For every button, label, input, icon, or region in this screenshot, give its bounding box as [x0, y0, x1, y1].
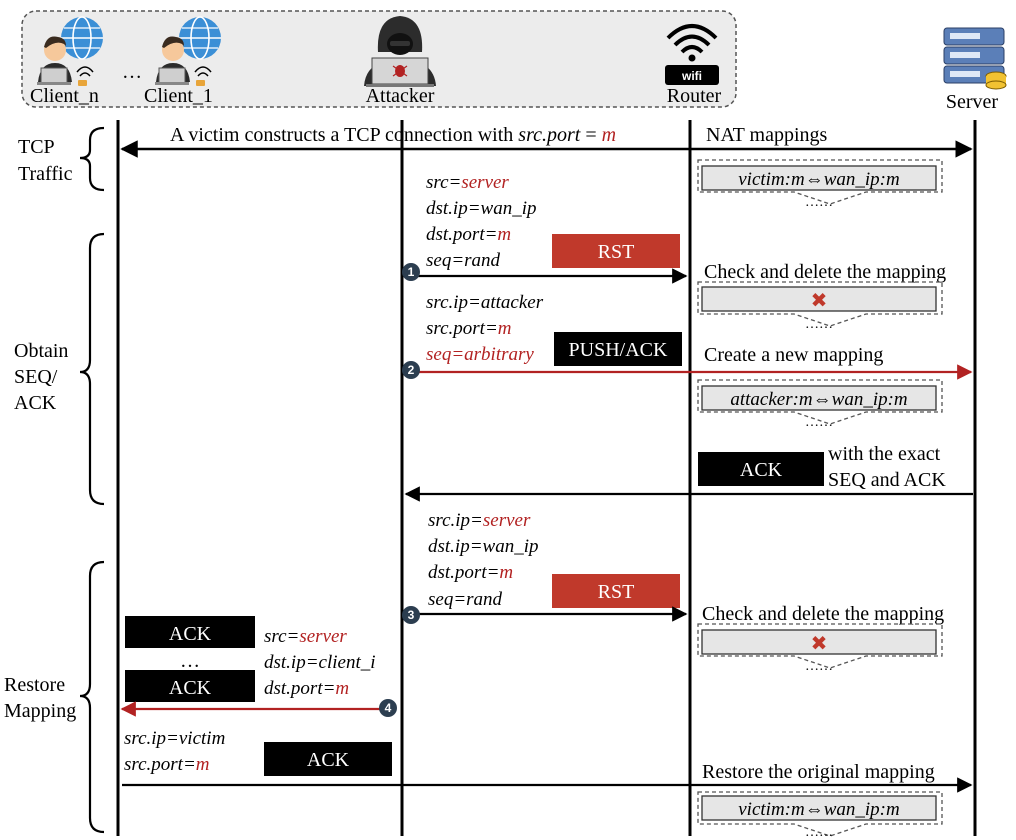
step2-badge-number: 2 — [408, 363, 415, 377]
step4-badge-number: 4 — [385, 701, 392, 715]
nat-mapping-victim-restored-text: victim:m⇔wan_ip:m — [738, 799, 899, 820]
tcp-traffic-message: A victim constructs a TCP connection wit… — [170, 124, 616, 146]
nat-mapping-attacker-text: attacker:m⇔wan_ip:m — [730, 389, 907, 410]
tcp-traffic-brace — [79, 126, 105, 192]
step4-dst-ip: dst.ip=client_i — [264, 652, 376, 673]
nat-table-outline-2 — [697, 281, 943, 327]
step3-seq: seq=rand — [428, 589, 503, 610]
step2-seq: seq=arbitrary — [426, 344, 534, 365]
step4-ack-box-2 — [125, 670, 255, 702]
step2-src-ip: src.ip=attacker — [426, 292, 544, 313]
router-label: Router — [667, 85, 722, 107]
step2-push-ack-label: PUSH/ACK — [569, 339, 668, 361]
nat-table-dots-1: …… — [805, 195, 833, 210]
client-n-label: Client_n — [30, 85, 99, 107]
phase-tcp-label-2: Traffic — [18, 163, 73, 185]
router-wifi-icon: wifi — [665, 24, 719, 85]
final-restore-text: Restore the original mapping — [702, 761, 935, 783]
final-src-port: src.port=m — [124, 754, 210, 775]
step1-seq: seq=rand — [426, 250, 501, 271]
final-src-ip: src.ip=victim — [124, 728, 225, 749]
step1-check-text: Check and delete the mapping — [704, 261, 946, 283]
step3-check-text: Check and delete the mapping — [702, 603, 944, 625]
nat-table-outline-4 — [697, 623, 943, 669]
nat-table-outline-5 — [697, 791, 943, 837]
step3-badge-number: 3 — [408, 608, 415, 622]
step3-src-ip: src.ip=server — [428, 510, 531, 531]
step4-dst-port: dst.port=m — [264, 678, 349, 699]
step1-src: src=server — [426, 172, 509, 193]
phase-obtain-label-1: Obtain — [14, 340, 68, 362]
step4-src: src=server — [264, 626, 347, 647]
server-ack-box — [698, 452, 824, 486]
server-ack-note-2: SEQ and ACK — [828, 469, 946, 491]
nat-mapping-deleted-2 — [701, 629, 937, 655]
nat-mapping-victim-1 — [701, 165, 937, 191]
step1-dst-port: dst.port=m — [426, 224, 511, 245]
attacker-icon — [364, 16, 436, 87]
step1-badge — [402, 263, 420, 281]
nat-table-outline-3 — [697, 379, 943, 425]
client-1-icon — [155, 16, 221, 86]
phase-obtain-label-3: ACK — [14, 392, 57, 414]
phase-restore-label-1: Restore — [4, 674, 65, 696]
clients-ellipsis: … — [122, 61, 142, 83]
step2-create-text: Create a new mapping — [704, 344, 883, 366]
phase-restore-label-2: Mapping — [4, 700, 76, 722]
step1-rst-label: RST — [598, 241, 635, 263]
delete-mark-icon-2: ✖ — [811, 631, 828, 655]
step2-badge — [402, 361, 420, 379]
delete-mark-icon: ✖ — [811, 288, 828, 312]
client-1-label: Client_1 — [144, 85, 213, 107]
step4-badge — [379, 699, 397, 717]
step3-dst-port: dst.port=m — [428, 562, 513, 583]
server-ack-label: ACK — [740, 459, 783, 481]
server-icon — [943, 27, 1007, 90]
step4-ack-label-2: ACK — [169, 677, 212, 699]
final-ack-label: ACK — [307, 749, 350, 771]
nat-table-outline-1 — [697, 159, 943, 205]
restore-brace — [79, 560, 105, 834]
nat-table-dots-3: …… — [805, 415, 833, 430]
server-label: Server — [946, 91, 999, 113]
nat-mapping-victim-restored — [701, 795, 937, 821]
step4-ack-ellipsis: … — [180, 650, 200, 672]
nat-table-dots-2: …… — [805, 317, 833, 332]
step4-ack-box-1 — [125, 616, 255, 648]
nat-mappings-label: NAT mappings — [706, 124, 828, 146]
step1-badge-number: 1 — [408, 265, 415, 279]
nat-mapping-deleted-1 — [701, 286, 937, 312]
step4-ack-label-1: ACK — [169, 623, 212, 645]
obtain-brace — [79, 232, 105, 506]
client-n-icon — [37, 16, 103, 86]
step1-dst-ip: dst.ip=wan_ip — [426, 198, 536, 219]
phase-tcp-label-1: TCP — [18, 136, 55, 158]
step3-badge — [402, 606, 420, 624]
attacker-label: Attacker — [366, 85, 435, 107]
step3-rst-label: RST — [598, 581, 635, 603]
phase-obtain-label-2: SEQ/ — [14, 366, 58, 388]
nat-table-dots-4: …… — [805, 659, 833, 674]
step3-dst-ip: dst.ip=wan_ip — [428, 536, 538, 557]
step3-rst-box — [552, 574, 680, 608]
nat-mapping-victim-1-text: victim:m⇔wan_ip:m — [738, 169, 899, 190]
nat-mapping-attacker — [701, 385, 937, 411]
step2-push-ack-box — [554, 332, 682, 366]
nat-table-dots-5: …… — [805, 825, 833, 840]
server-ack-note-1: with the exact — [828, 443, 941, 465]
router-wifi-badge: wifi — [681, 69, 702, 83]
step2-src-port: src.port=m — [426, 318, 512, 339]
final-ack-box — [264, 742, 392, 776]
step1-rst-box — [552, 234, 680, 268]
